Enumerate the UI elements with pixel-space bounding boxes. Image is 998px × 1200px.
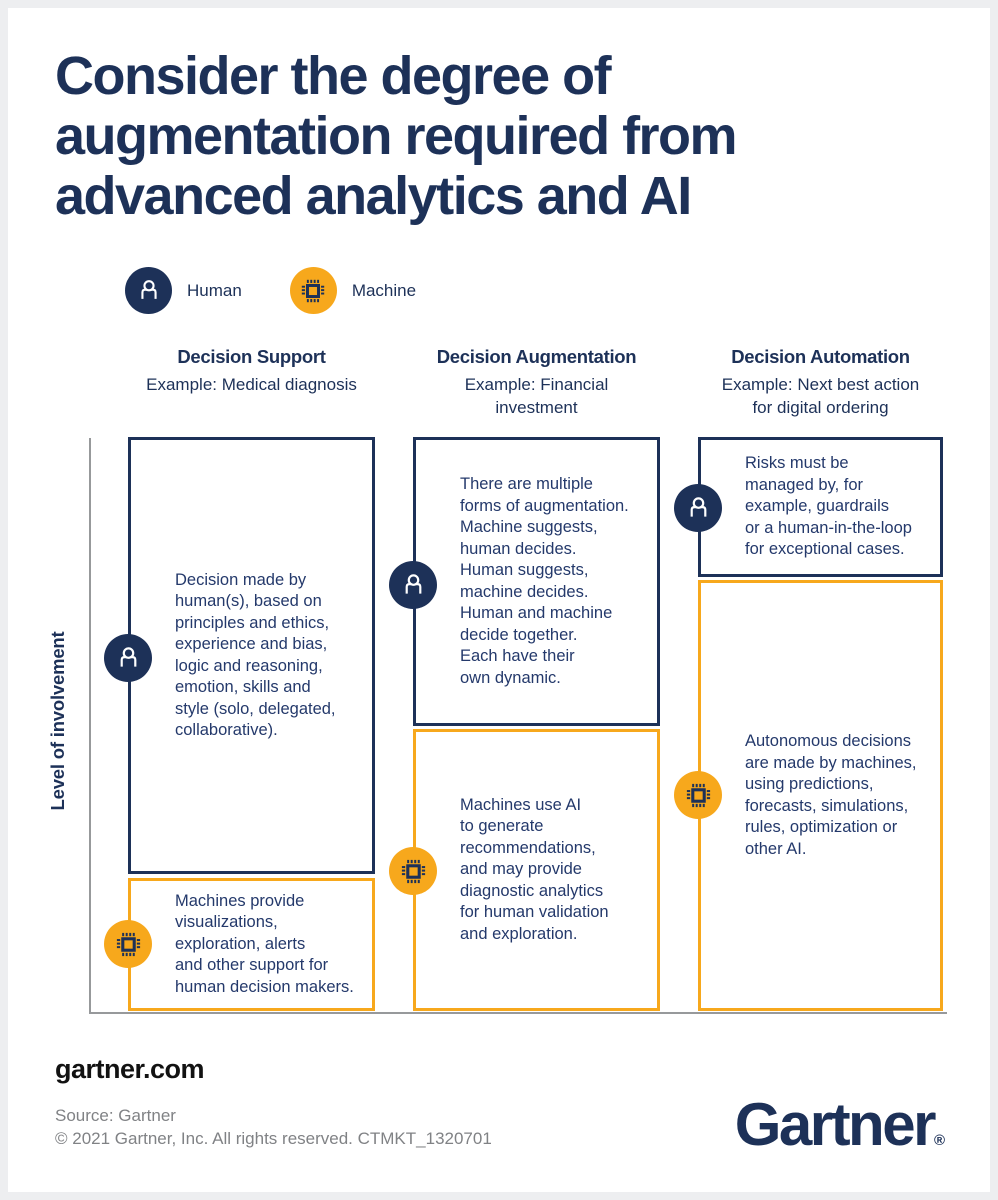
machine-icon	[389, 847, 437, 895]
y-axis-line	[89, 438, 91, 1014]
machine-icon	[104, 920, 152, 968]
x-axis-line	[89, 1012, 947, 1014]
human-icon	[104, 634, 152, 682]
box-text: Machines use AI to generate recommendati…	[460, 795, 609, 943]
column-header-decision-automation: Decision Automation Example: Next best a…	[698, 346, 943, 419]
registered-trademark-icon: ®	[933, 1132, 945, 1149]
gartner-com-text: gartner.com	[55, 1054, 205, 1084]
box-text: Risks must be managed by, for example, g…	[745, 454, 912, 559]
human-icon	[389, 561, 437, 609]
box-text: There are multiple forms of augmentation…	[460, 475, 629, 687]
human-icon	[125, 267, 172, 314]
legend-label-machine: Machine	[351, 280, 417, 300]
legend: Human Machine	[125, 267, 416, 314]
page-title: Consider the degree of augmentation requ…	[55, 46, 738, 226]
column-example: Example: Medical diagnosis	[146, 375, 357, 394]
box-text: Machines provide visualizations, explora…	[175, 891, 354, 996]
y-axis-label: Level of involvement	[47, 631, 68, 811]
decision-support-machine-box: Machines provide visualizations, explora…	[128, 878, 375, 1011]
decision-automation-machine-box: Autonomous decisions are made by machine…	[698, 580, 943, 1011]
source-copyright-text: Source: Gartner © 2021 Gartner, Inc. All…	[55, 1106, 492, 1148]
legend-label-human: Human	[187, 280, 242, 300]
column-title: Decision Support	[177, 346, 326, 367]
machine-icon	[289, 267, 337, 314]
legend-item-machine: Machine	[289, 267, 417, 314]
column-header-decision-support: Decision Support Example: Medical diagno…	[128, 346, 375, 396]
machine-icon	[674, 771, 722, 819]
column-header-decision-augmentation: Decision Augmentation Example: Financial…	[413, 346, 660, 419]
decision-support-human-box: Decision made by human(s), based on prin…	[128, 437, 375, 874]
column-example: Example: Financial investment	[464, 375, 609, 417]
gartner-logo-text: Gartner	[734, 1091, 937, 1158]
box-text: Decision made by human(s), based on prin…	[175, 570, 336, 740]
decision-augmentation-human-box: There are multiple forms of augmentation…	[413, 437, 660, 726]
legend-item-human: Human	[125, 267, 242, 314]
decision-augmentation-machine-box: Machines use AI to generate recommendati…	[413, 729, 660, 1011]
box-text: Autonomous decisions are made by machine…	[745, 732, 917, 858]
column-example: Example: Next best action for digital or…	[721, 375, 920, 417]
gartner-logo: Gartner®	[735, 1090, 945, 1159]
decision-automation-human-box: Risks must be managed by, for example, g…	[698, 437, 943, 577]
column-title: Decision Augmentation	[436, 346, 637, 367]
human-icon	[674, 484, 722, 532]
column-title: Decision Automation	[731, 346, 910, 367]
